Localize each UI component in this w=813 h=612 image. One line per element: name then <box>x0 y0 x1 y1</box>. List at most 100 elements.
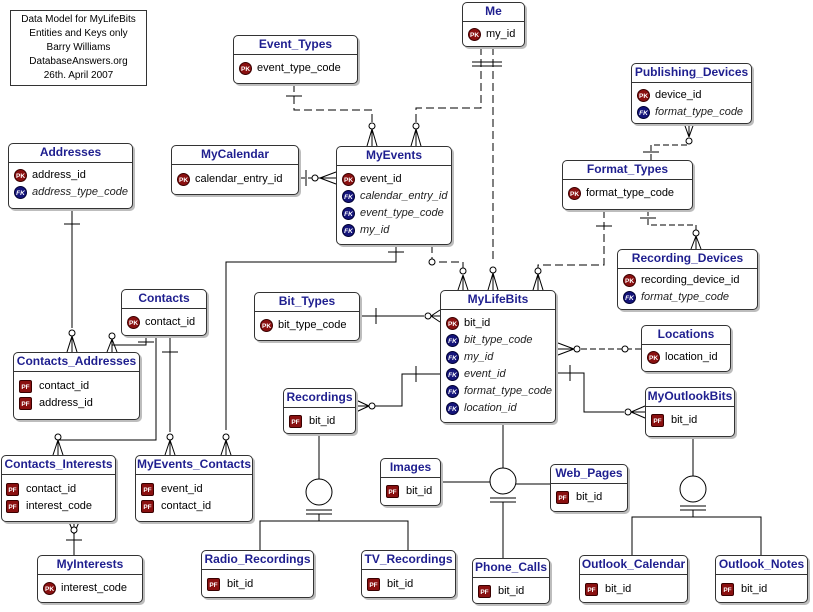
attribute-name: address_id <box>32 169 86 181</box>
attribute-name: location_id <box>464 402 517 414</box>
entity-title: Phone_Calls <box>474 560 548 574</box>
note-line: Data Model for MyLifeBits <box>21 14 136 25</box>
pk-icon: PK <box>623 274 636 287</box>
attribute-name: bit_id <box>309 415 336 427</box>
entity-title: Images <box>389 460 432 474</box>
divider <box>642 344 730 345</box>
entity-title: MyEvents_Contacts <box>136 457 252 471</box>
divider <box>463 21 524 22</box>
rel-format-types-publishing-devices <box>643 122 695 160</box>
entity-title: Format_Types <box>586 162 669 176</box>
pk-icon: PK <box>260 319 273 332</box>
attribute-name: event_id <box>161 483 203 495</box>
fk-icon: FK <box>342 207 355 220</box>
fk-icon: FK <box>637 106 650 119</box>
divider <box>255 311 359 312</box>
entity-myevents-contacts[interactable]: MyEvents_Contacts PF event_id PF contact_i… <box>135 455 253 522</box>
rel-locations-mylifebits <box>557 342 641 356</box>
attribute-name: address_id <box>39 397 93 409</box>
fk-icon: FK <box>342 190 355 203</box>
entity-title: Contacts_Interests <box>4 457 113 471</box>
subtype-mylifebits <box>440 423 553 558</box>
divider <box>580 574 687 575</box>
attribute-name: contact_id <box>161 500 212 512</box>
divider <box>136 474 252 475</box>
pf-icon: PF <box>19 380 32 393</box>
pf-icon: PF <box>651 414 664 427</box>
entity-title: Recording_Devices <box>631 251 744 265</box>
fk-icon: FK <box>446 368 459 381</box>
attribute-name: bit_id <box>464 317 491 329</box>
divider <box>716 574 807 575</box>
attribute-name: format_type_code <box>586 187 675 199</box>
rel-contacts-contacts-interests <box>52 336 157 456</box>
divider <box>172 164 298 165</box>
pf-icon: PF <box>721 583 734 596</box>
divider <box>9 162 132 163</box>
entity-title: Me <box>485 4 502 18</box>
pk-icon: PK <box>468 28 481 41</box>
pf-icon: PF <box>141 483 154 496</box>
attribute-name: bit_type_code <box>464 334 533 346</box>
entity-title: Radio_Recordings <box>204 552 311 566</box>
pf-icon: PF <box>141 500 154 513</box>
divider <box>551 483 627 484</box>
attribute-name: contact_id <box>26 483 77 495</box>
pf-icon: PF <box>367 578 380 591</box>
pk-icon: PK <box>647 351 660 364</box>
attribute-name: bit_id <box>605 583 632 595</box>
entity-title: MyEvents <box>365 148 423 162</box>
rel-event-types-myevents <box>286 84 378 147</box>
attribute-name: device_id <box>655 89 702 101</box>
attribute-name: bit_type_code <box>278 319 347 331</box>
pf-icon: PF <box>6 500 19 513</box>
entity-title: Addresses <box>39 145 102 159</box>
attribute-name: event_id <box>464 368 506 380</box>
attribute-name: bit_id <box>498 585 525 597</box>
entity-title: Publishing_Devices <box>634 65 749 79</box>
entity-title: Outlook_Calendar <box>581 557 686 571</box>
rel-format-types-mylifebits <box>532 210 612 291</box>
entity-title: MyInterests <box>56 557 124 571</box>
divider <box>473 577 549 578</box>
entity-title: Event_Types <box>258 37 333 51</box>
divider <box>337 165 451 166</box>
attribute-name: calendar_entry_id <box>195 173 283 185</box>
attribute-name: my_id <box>360 224 390 236</box>
entity-title: Contacts_Addresses <box>16 354 137 368</box>
pf-icon: PF <box>19 397 32 410</box>
rel-myevents-myevents-contacts <box>220 245 404 456</box>
attribute-name: event_type_code <box>257 62 341 74</box>
entity-title: MyCalendar <box>200 147 270 161</box>
fk-icon: FK <box>342 224 355 237</box>
subtype-myoutlookbits <box>631 437 762 555</box>
attribute-name: event_id <box>360 173 402 185</box>
divider <box>234 54 357 55</box>
note-line: DatabaseAnswers.org <box>29 56 128 67</box>
